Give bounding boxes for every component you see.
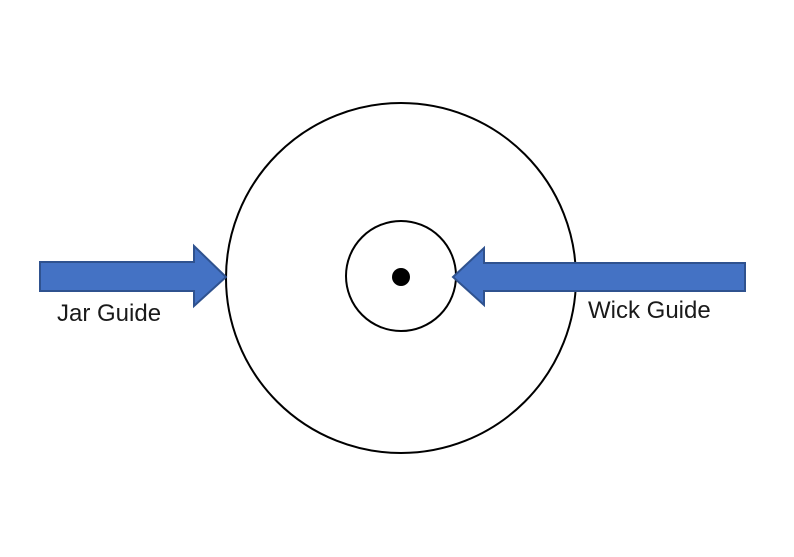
- jar-guide-label: Jar Guide: [57, 300, 161, 327]
- jar-guide-arrow: [39, 243, 228, 309]
- wick-guide-label: Wick Guide: [588, 297, 711, 324]
- wick-guide-arrow: [451, 245, 746, 308]
- wick-center-dot: [392, 268, 410, 286]
